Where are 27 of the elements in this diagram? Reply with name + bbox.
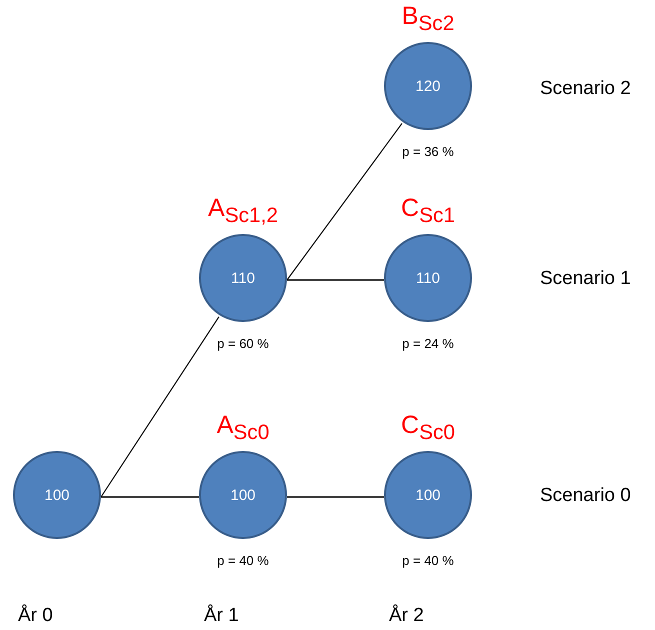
probability-label: p = 60 % — [217, 336, 269, 351]
node-name: C$_{Sc0}$ — [401, 411, 455, 446]
connector-line — [101, 496, 199, 498]
node-name: A$_{Sc0}$ — [216, 411, 270, 446]
year-label: År 2 — [389, 605, 424, 627]
node-name: B$_{Sc2}$ — [402, 2, 454, 37]
connector-line — [287, 279, 384, 281]
value-circle: 110 — [384, 234, 472, 322]
node-name: C$_{Sc1}$ — [401, 194, 455, 229]
year-label: År 1 — [204, 605, 239, 627]
value-circle: 100 — [13, 451, 101, 539]
value-circle: 120 — [384, 42, 472, 130]
scenario-label: Scenario 2 — [540, 78, 631, 100]
connector-line — [100, 316, 220, 498]
year-label: År 0 — [18, 605, 53, 627]
connector-line — [287, 496, 384, 498]
scenario-label: Scenario 1 — [540, 268, 631, 290]
node-name: A$_{Sc1,2}$ — [208, 194, 278, 229]
value-circle: 110 — [199, 234, 287, 322]
probability-label: p = 24 % — [402, 336, 454, 351]
scenario-label: Scenario 0 — [540, 485, 631, 507]
probability-label: p = 36 % — [402, 144, 454, 159]
probability-label: p = 40 % — [217, 553, 269, 568]
connector-line — [286, 123, 402, 280]
probability-label: p = 40 % — [402, 553, 454, 568]
value-circle: 100 — [384, 451, 472, 539]
value-circle: 100 — [199, 451, 287, 539]
